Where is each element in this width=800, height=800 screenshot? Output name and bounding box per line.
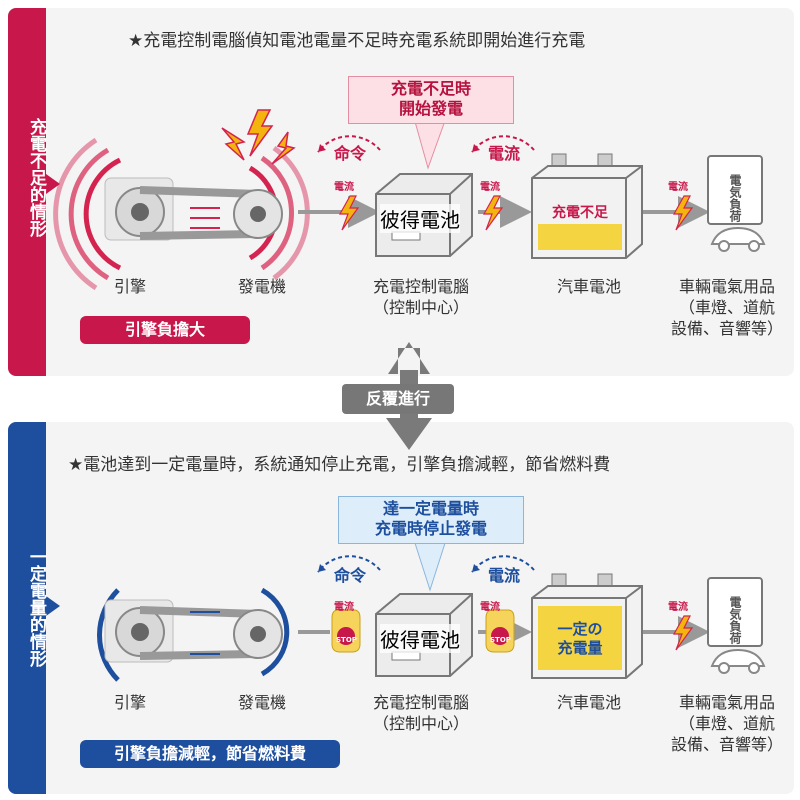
- command-label: 命令: [334, 144, 367, 163]
- command-label: 命令: [334, 566, 367, 585]
- repeat-tag: 反覆進行: [342, 384, 454, 414]
- current-small-label: 電流: [668, 602, 688, 613]
- engine-vibration-arcs: [53, 137, 310, 291]
- car-icon: [710, 226, 766, 252]
- stop-label: STOP: [490, 636, 511, 644]
- engine-gear-icon: [104, 599, 174, 663]
- current-small-label: 電流: [668, 182, 688, 193]
- lightning-icon: [338, 195, 694, 231]
- generator-rotation-arrows: [190, 207, 220, 229]
- generator-icon: [233, 189, 283, 239]
- battery-status: 充電不足: [552, 205, 608, 221]
- generator-rotation-arcs: [97, 587, 290, 682]
- battery-icon: [531, 573, 643, 679]
- current-label: 電流: [488, 566, 521, 585]
- caption-loads: 車輛電氣用品 （車燈、道航 設備、音響等）: [670, 277, 783, 338]
- caption-engine: 引擎: [113, 693, 146, 712]
- overlay-text: 彼得電池: [380, 624, 460, 653]
- engine-load-badge: 引擎負擔大: [80, 316, 250, 344]
- caption-computer: 充電控制電腦 （控制中心）: [372, 693, 469, 733]
- side-tab: [8, 8, 46, 376]
- side-label-top: 充電不足的情形: [26, 118, 46, 237]
- current-small-label: 電流: [334, 182, 354, 193]
- bottom-callout: 達一定電量時 充電時停止發電: [338, 496, 524, 544]
- top-heading: ★充電控制電腦偵知電池電量不足時充電系統即開始進行充電: [128, 31, 586, 51]
- caption-computer: 充電控制電腦 （控制中心）: [372, 277, 469, 317]
- current-label: 電流: [488, 144, 521, 163]
- overlay-text: 彼得電池: [380, 204, 460, 233]
- current-small-label: 電流: [334, 602, 354, 613]
- lightning-icon: [221, 109, 296, 165]
- caption-battery: 汽車電池: [556, 277, 621, 296]
- lightning-icon: [672, 615, 694, 651]
- caption-battery: 汽車電池: [556, 693, 621, 712]
- side-tab: [8, 422, 46, 794]
- caption-generator: 發電機: [237, 277, 286, 296]
- load-box-label: 電気負荷: [728, 174, 742, 222]
- load-box-icon: [707, 577, 763, 647]
- current-small-label: 電流: [480, 602, 500, 613]
- caption-engine: 引擎: [113, 277, 146, 296]
- battery-status: 一定の 充電量: [557, 620, 603, 657]
- car-icon: [710, 648, 766, 674]
- battery-icon: [531, 153, 643, 259]
- generator-icon: [233, 609, 283, 659]
- caption-loads: 車輛電氣用品 （車燈、道航 設備、音響等）: [670, 693, 783, 754]
- side-tab-arrow: [46, 174, 60, 194]
- load-box-icon: [707, 155, 763, 225]
- bottom-heading: ★電池達到一定電量時，系統通知停止充電，引擎負擔減輕，節省燃料費: [68, 455, 611, 475]
- generator-rotation-arrows: [190, 611, 220, 655]
- side-label-bottom: 一定電量的情形: [26, 548, 46, 667]
- caption-generator: 發電機: [237, 693, 286, 712]
- top-callout: 充電不足時 開始發電: [348, 76, 514, 124]
- current-small-label: 電流: [480, 182, 500, 193]
- stop-label: STOP: [336, 636, 357, 644]
- load-box-label: 電気負荷: [728, 596, 742, 644]
- stop-hand-icon: [485, 609, 515, 653]
- stop-hand-icon: [331, 609, 361, 653]
- side-tab-arrow: [46, 596, 60, 616]
- engine-load-badge: 引擎負擔減輕，節省燃料費: [80, 740, 340, 768]
